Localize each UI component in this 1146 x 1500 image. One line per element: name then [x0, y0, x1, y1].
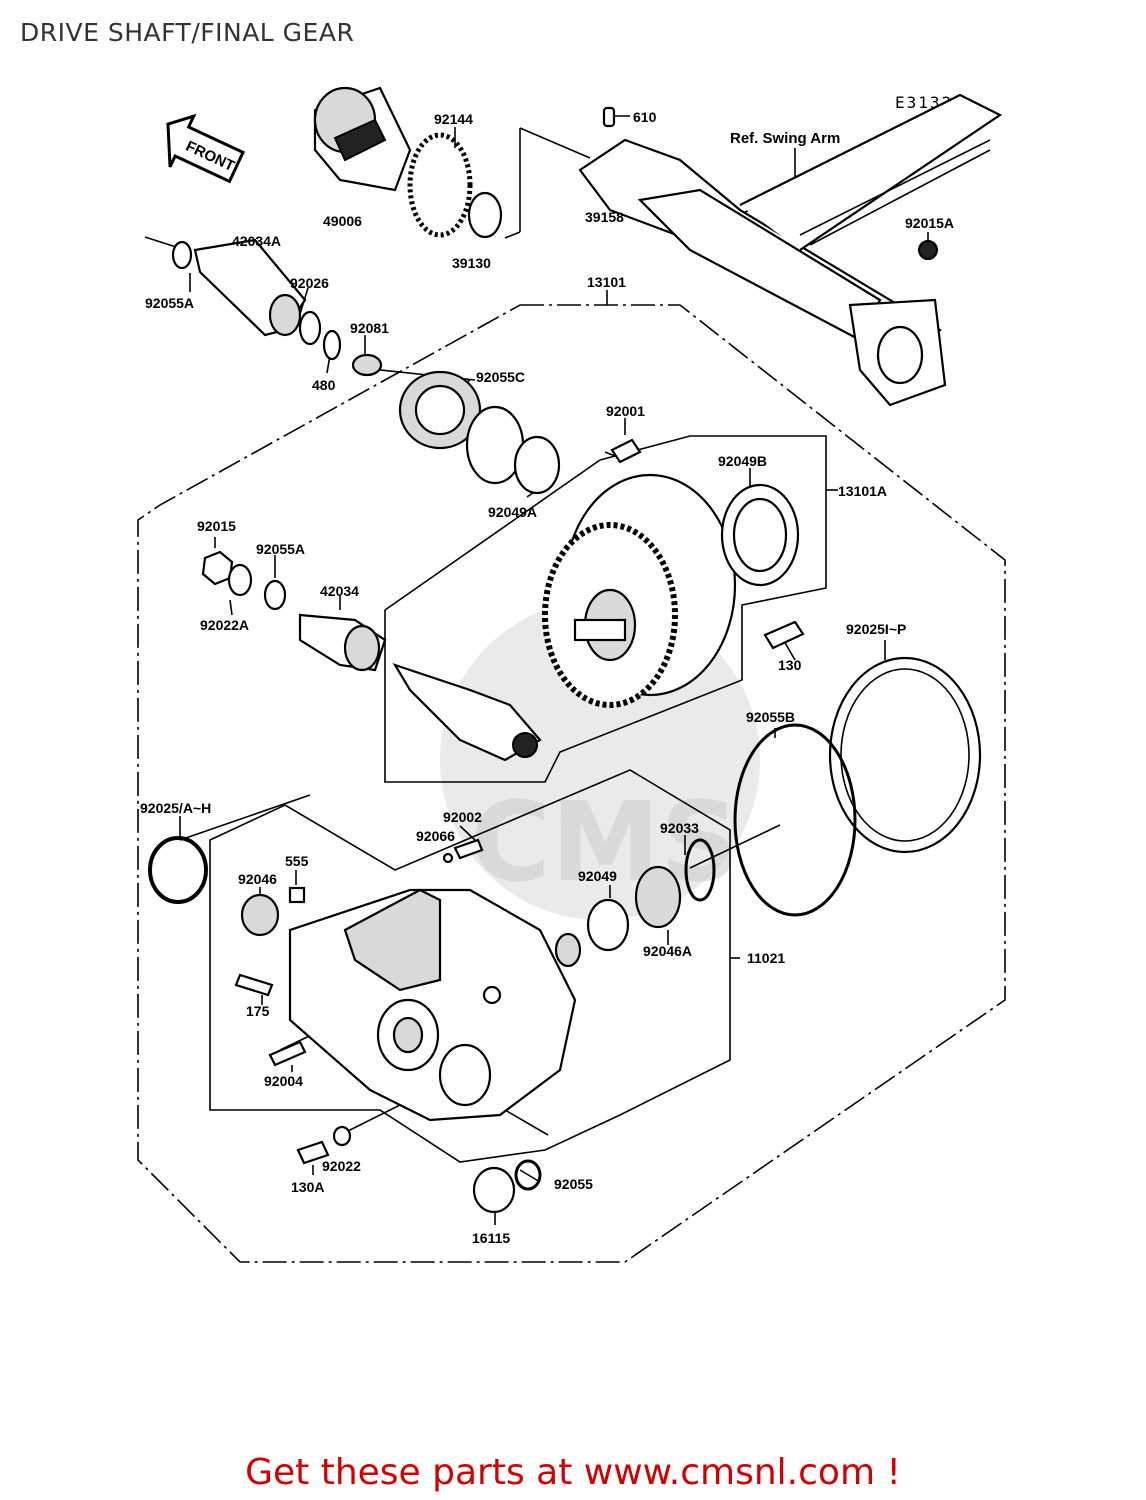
part-label[interactable]: 92055B	[746, 709, 795, 725]
bearing-92046a-icon	[634, 865, 682, 929]
seal-92049-icon	[586, 898, 630, 952]
part-label[interactable]: 92066	[416, 828, 455, 844]
part-label[interactable]: 16115	[472, 1230, 510, 1246]
part-label[interactable]: 92049B	[718, 453, 767, 469]
part-label[interactable]: 92022	[322, 1158, 361, 1174]
part-label[interactable]: 175	[246, 1003, 270, 1019]
boot-49006-icon	[313, 86, 412, 192]
part-label[interactable]: 42034A	[232, 233, 281, 249]
part-label[interactable]: 555	[285, 853, 309, 869]
bolt-130a-icon	[296, 1140, 330, 1165]
part-label[interactable]: 92055C	[476, 369, 525, 385]
ring-92026-icon	[298, 310, 322, 346]
clip-480-icon	[322, 329, 342, 361]
oring-92055-icon	[514, 1159, 542, 1191]
assembly-outline-13101a	[384, 435, 827, 783]
washer-92022-icon	[332, 1125, 352, 1147]
pin-555-icon	[288, 886, 306, 904]
bolt-92001-icon	[610, 438, 642, 464]
part-label[interactable]: 39158	[585, 209, 624, 225]
oring-92055b-icon	[733, 723, 857, 917]
swing-arm-label: Ref. Swing Arm	[730, 130, 840, 147]
part-label[interactable]: 11021	[747, 950, 785, 966]
stud-92002-icon	[453, 838, 484, 860]
nut-92015a-icon	[918, 240, 938, 260]
page-title: DRIVE SHAFT/FINAL GEAR	[20, 18, 355, 47]
part-label[interactable]: 92046A	[643, 943, 692, 959]
part-label[interactable]: 39130	[452, 255, 491, 271]
seal-92049a-icon	[513, 435, 561, 495]
sleeve-92049-icon	[554, 932, 582, 968]
bearing-13101-inner	[414, 384, 466, 436]
front-arrow-icon: FRONT	[166, 113, 246, 184]
part-label[interactable]: 92002	[443, 809, 482, 825]
seal-92049b-inner	[732, 497, 788, 573]
shim-92025-a-h-icon	[148, 836, 208, 904]
part-label[interactable]: 92015A	[905, 215, 954, 231]
part-labels: 610 92144 49006 39130 39158 92015A 42034…	[140, 109, 954, 1246]
part-label[interactable]: 92046	[238, 871, 277, 887]
part-label[interactable]: 92049	[578, 868, 617, 884]
part-label[interactable]: 92001	[606, 403, 645, 419]
gasket-92025i-p-icon	[828, 656, 982, 854]
part-label[interactable]: 130	[778, 657, 802, 673]
part-label[interactable]: 92144	[434, 111, 473, 127]
part-label[interactable]: 92033	[660, 820, 699, 836]
part-label[interactable]: 92015	[197, 518, 236, 534]
bearing-92046-icon	[240, 893, 280, 937]
part-label[interactable]: 610	[633, 109, 657, 125]
part-label[interactable]: 92055A	[256, 541, 305, 557]
washer-92022a-icon	[227, 563, 253, 597]
part-label[interactable]: 480	[312, 377, 336, 393]
pinion-42034-icon	[298, 613, 542, 762]
part-label[interactable]: 92025/A~H	[140, 800, 211, 816]
part-label[interactable]: 92049A	[488, 504, 537, 520]
bolt-130-icon	[763, 620, 805, 650]
part-label[interactable]: 13101	[587, 274, 626, 290]
spring-92144-icon	[407, 132, 473, 238]
ring-gear-icon	[542, 473, 737, 708]
ring-39130-icon	[467, 191, 503, 239]
part-label[interactable]: 92004	[264, 1073, 303, 1089]
ring-92081-icon	[351, 353, 383, 377]
assembly-outline-11021	[209, 769, 731, 1163]
part-label[interactable]: 49006	[323, 213, 362, 229]
swing-arm-icon	[578, 93, 1003, 407]
cap-16115-icon	[472, 1166, 516, 1214]
svg-text:CMS: CMS	[470, 778, 739, 906]
part-label[interactable]: 92055	[554, 1176, 593, 1192]
oring-92055a-top-icon	[171, 240, 193, 270]
part-label[interactable]: 92022A	[200, 617, 249, 633]
parts-diagram: CMS	[137, 86, 1006, 1263]
part-label[interactable]: 130A	[291, 1179, 324, 1195]
part-label[interactable]: 13101A	[838, 483, 887, 499]
stud-175-icon	[234, 973, 274, 997]
sleeve-42034a-icon	[193, 238, 307, 337]
circlip-92033-icon	[684, 838, 716, 902]
part-label[interactable]: 92026	[290, 275, 329, 291]
pin-92066-icon	[442, 852, 454, 864]
plug-610-icon	[602, 106, 616, 128]
part-label[interactable]: 92025I~P	[846, 621, 906, 637]
case-11021-icon	[288, 888, 577, 1122]
oring-92055a-mid-icon	[263, 579, 287, 611]
footer-link[interactable]: Get these parts at www.cmsnl.com !	[245, 1452, 901, 1493]
part-label[interactable]: 42034	[320, 583, 359, 599]
stud-92004-icon	[268, 1040, 307, 1067]
part-label[interactable]: 92055A	[145, 295, 194, 311]
nut-92015-icon	[201, 550, 234, 586]
part-label[interactable]: 92081	[350, 320, 389, 336]
assembly-outline-13101	[137, 304, 1006, 1263]
